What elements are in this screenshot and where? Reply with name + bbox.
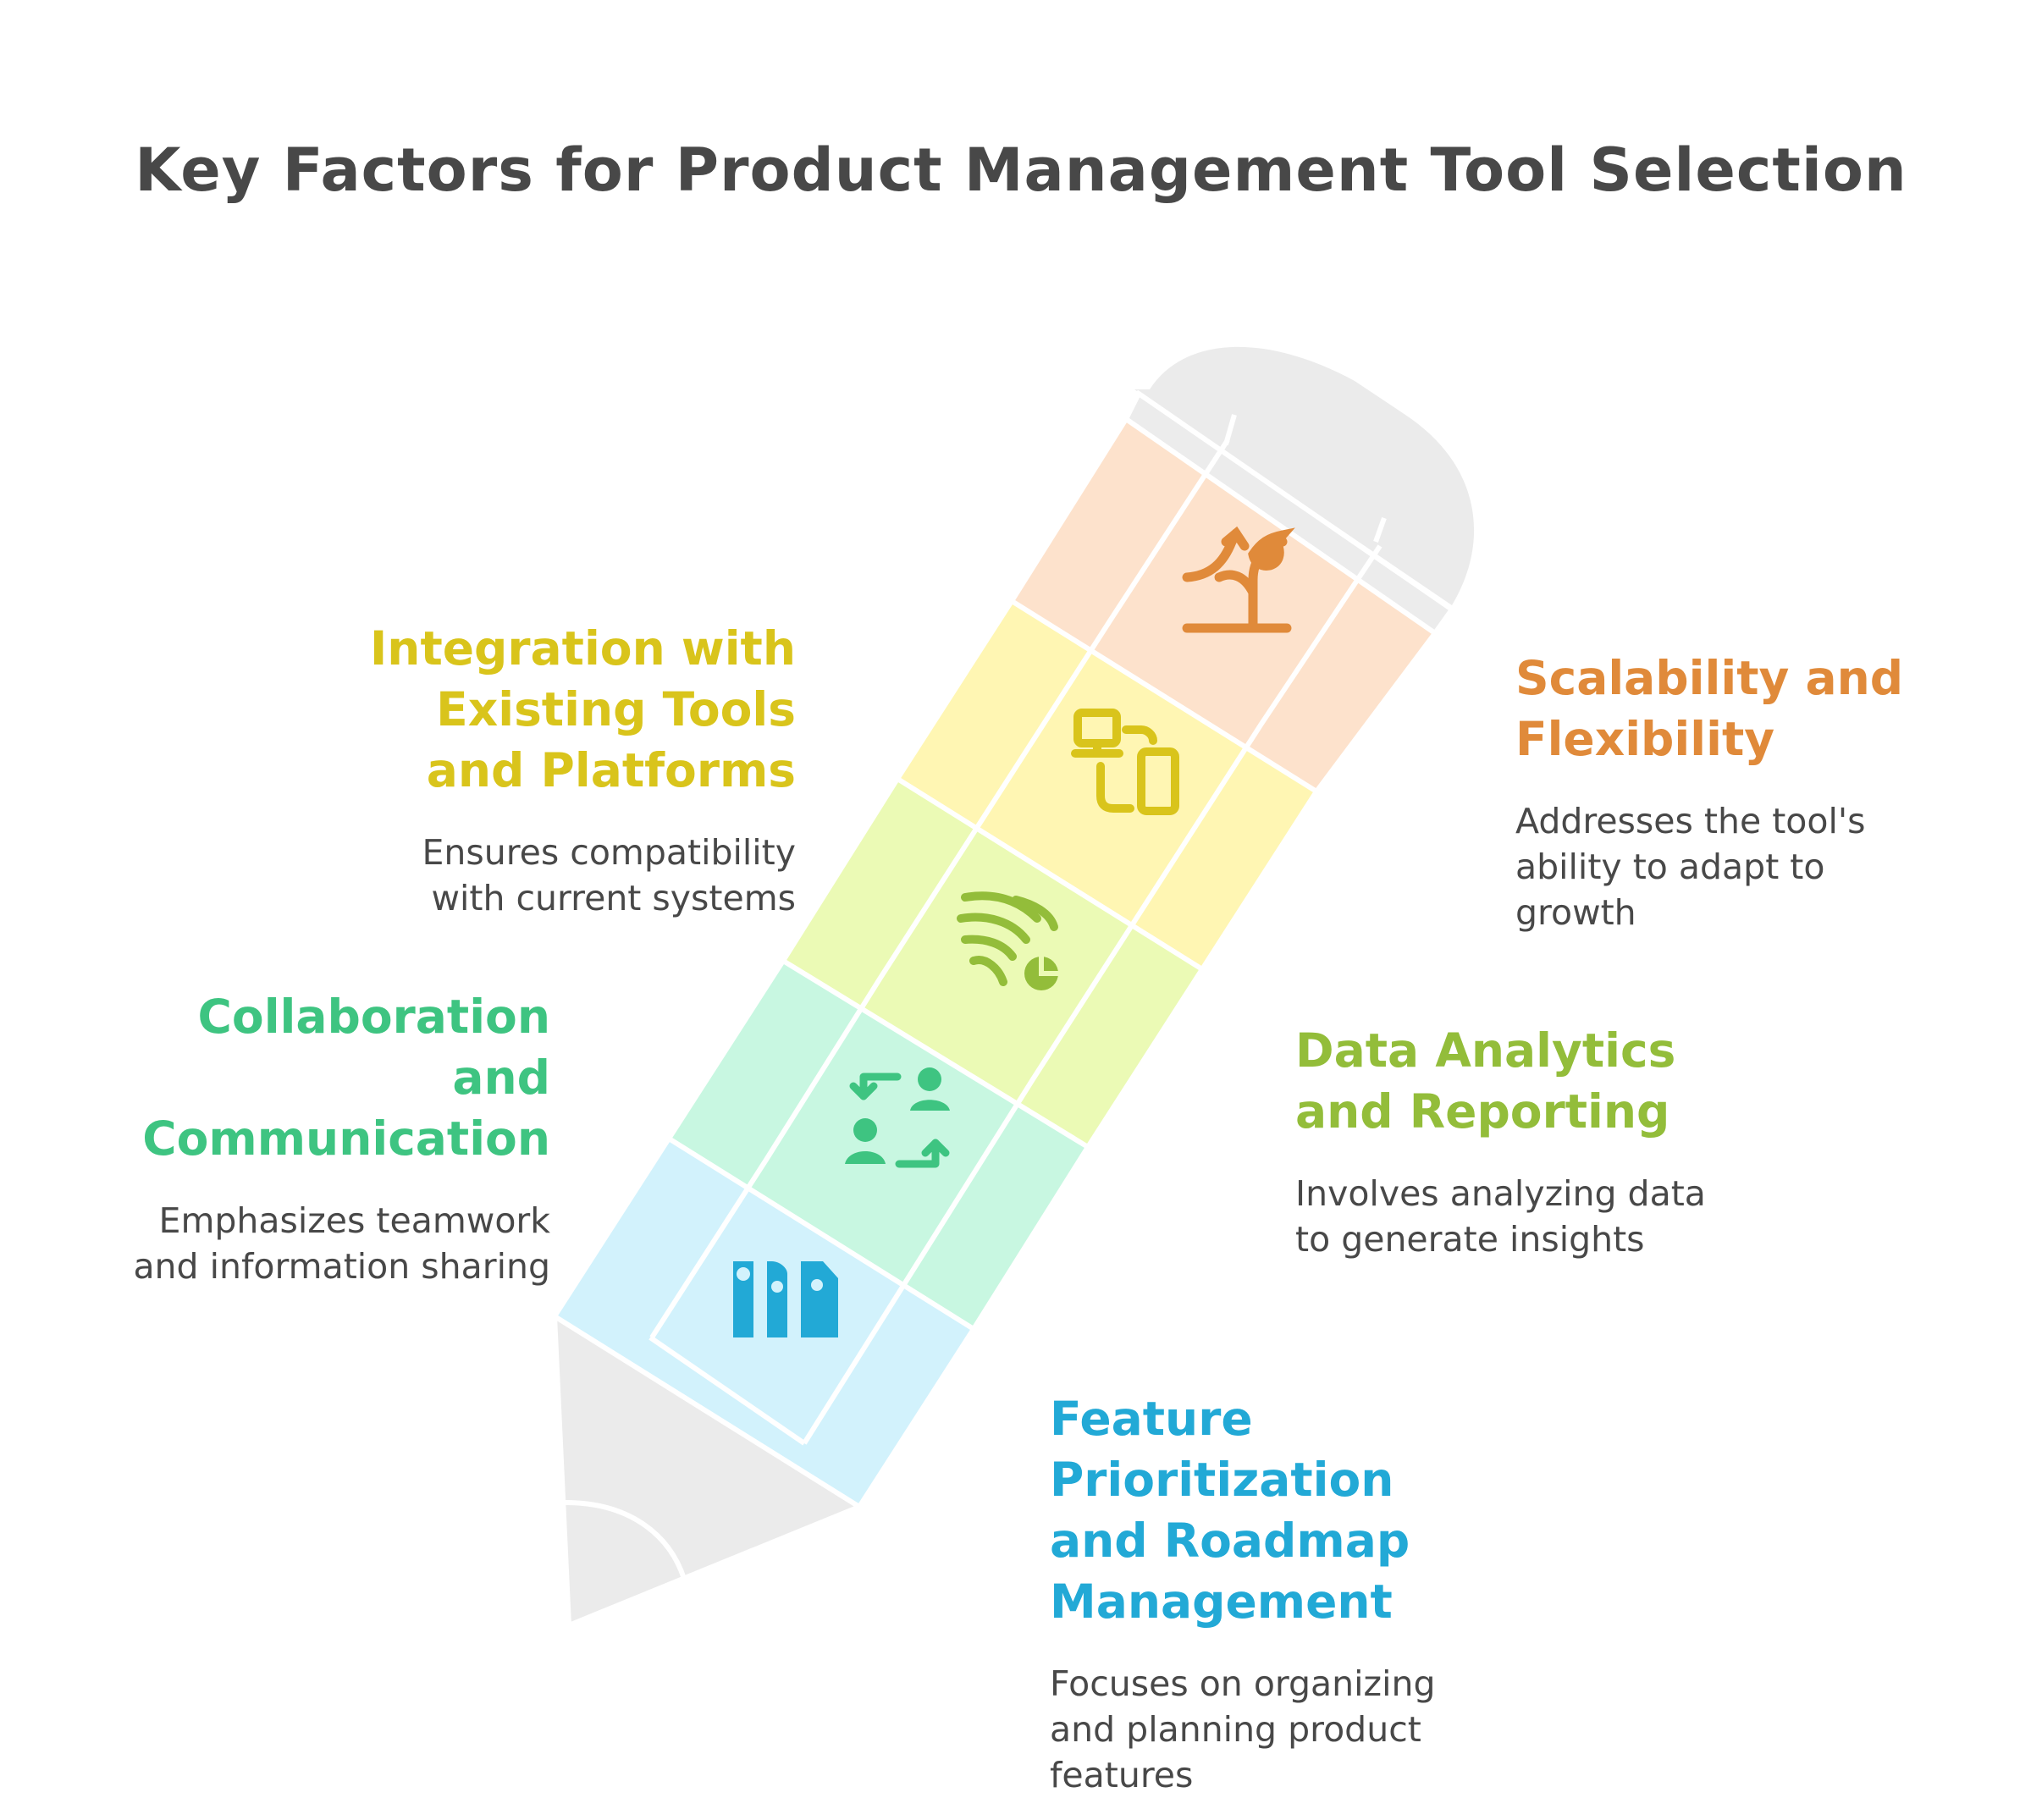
factor-data-analytics: Data Analytics and Reporting Involves an… [1295,1020,1803,1262]
page-title: Key Factors for Product Management Tool … [135,135,1907,205]
factor-feature-title: Feature Prioritization and Roadmap Manag… [1050,1388,1524,1632]
factor-scalability: Scalability and Flexibility Addresses th… [1515,648,1990,935]
desc-line: Addresses the tool's [1515,801,1866,841]
data-stream-chart-icon [957,891,1061,990]
title-line: and Roadmap [1050,1514,1410,1568]
desc-line: growth [1515,892,1636,933]
title-line: and Reporting [1295,1084,1670,1139]
factor-collaboration-description: Emphasizes teamwork and information shar… [59,1198,550,1289]
title-line: Flexibility [1515,712,1775,766]
factor-data-title: Data Analytics and Reporting [1295,1020,1803,1142]
title-line: Management [1050,1575,1393,1629]
factor-feature-description: Focuses on organizing and planning produ… [1050,1661,1524,1798]
factor-data-description: Involves analyzing data to generate insi… [1295,1171,1803,1262]
pencil-tip [551,1311,865,1630]
people-exchange-icon [845,1067,950,1168]
device-sync-icon [1071,709,1179,815]
title-line: Integration with [369,621,796,676]
desc-line: Involves analyzing data [1295,1173,1706,1214]
factor-integration-description: Ensures compatibility with current syste… [203,830,796,921]
growth-plant-icon [1182,526,1295,633]
desc-line: Ensures compatibility [422,832,796,873]
factor-collaboration-title: Collaboration and Communication [59,986,550,1169]
desc-line: features [1050,1755,1194,1795]
desc-line: and information sharing [133,1246,550,1287]
desc-line: to generate insights [1295,1219,1645,1260]
factor-integration: Integration with Existing Tools and Plat… [203,618,796,921]
desc-line: with current systems [431,878,796,918]
factor-scalability-title: Scalability and Flexibility [1515,648,1990,769]
title-line: Prioritization [1050,1453,1394,1507]
pencil-eraser [1134,346,1475,605]
title-line: and Platforms [426,743,796,797]
factor-feature-prioritization: Feature Prioritization and Roadmap Manag… [1050,1388,1524,1798]
desc-line: ability to adapt to [1515,847,1825,887]
desc-line: and planning product [1050,1709,1421,1750]
title-line: Data Analytics [1295,1023,1676,1078]
title-line: and [452,1051,550,1105]
factor-scalability-description: Addresses the tool's ability to adapt to… [1515,798,1990,935]
title-line: Existing Tools [436,682,796,736]
factor-integration-title: Integration with Existing Tools and Plat… [203,618,796,801]
title-line: Feature [1050,1392,1253,1446]
title-line: Collaboration [197,990,550,1044]
desc-line: Focuses on organizing [1050,1663,1436,1704]
roadmap-columns-icon [733,1261,838,1337]
desc-line: Emphasizes teamwork [158,1200,550,1241]
title-line: Scalability and [1515,651,1904,705]
title-line: Communication [142,1111,550,1166]
factor-collaboration: Collaboration and Communication Emphasiz… [59,986,550,1289]
